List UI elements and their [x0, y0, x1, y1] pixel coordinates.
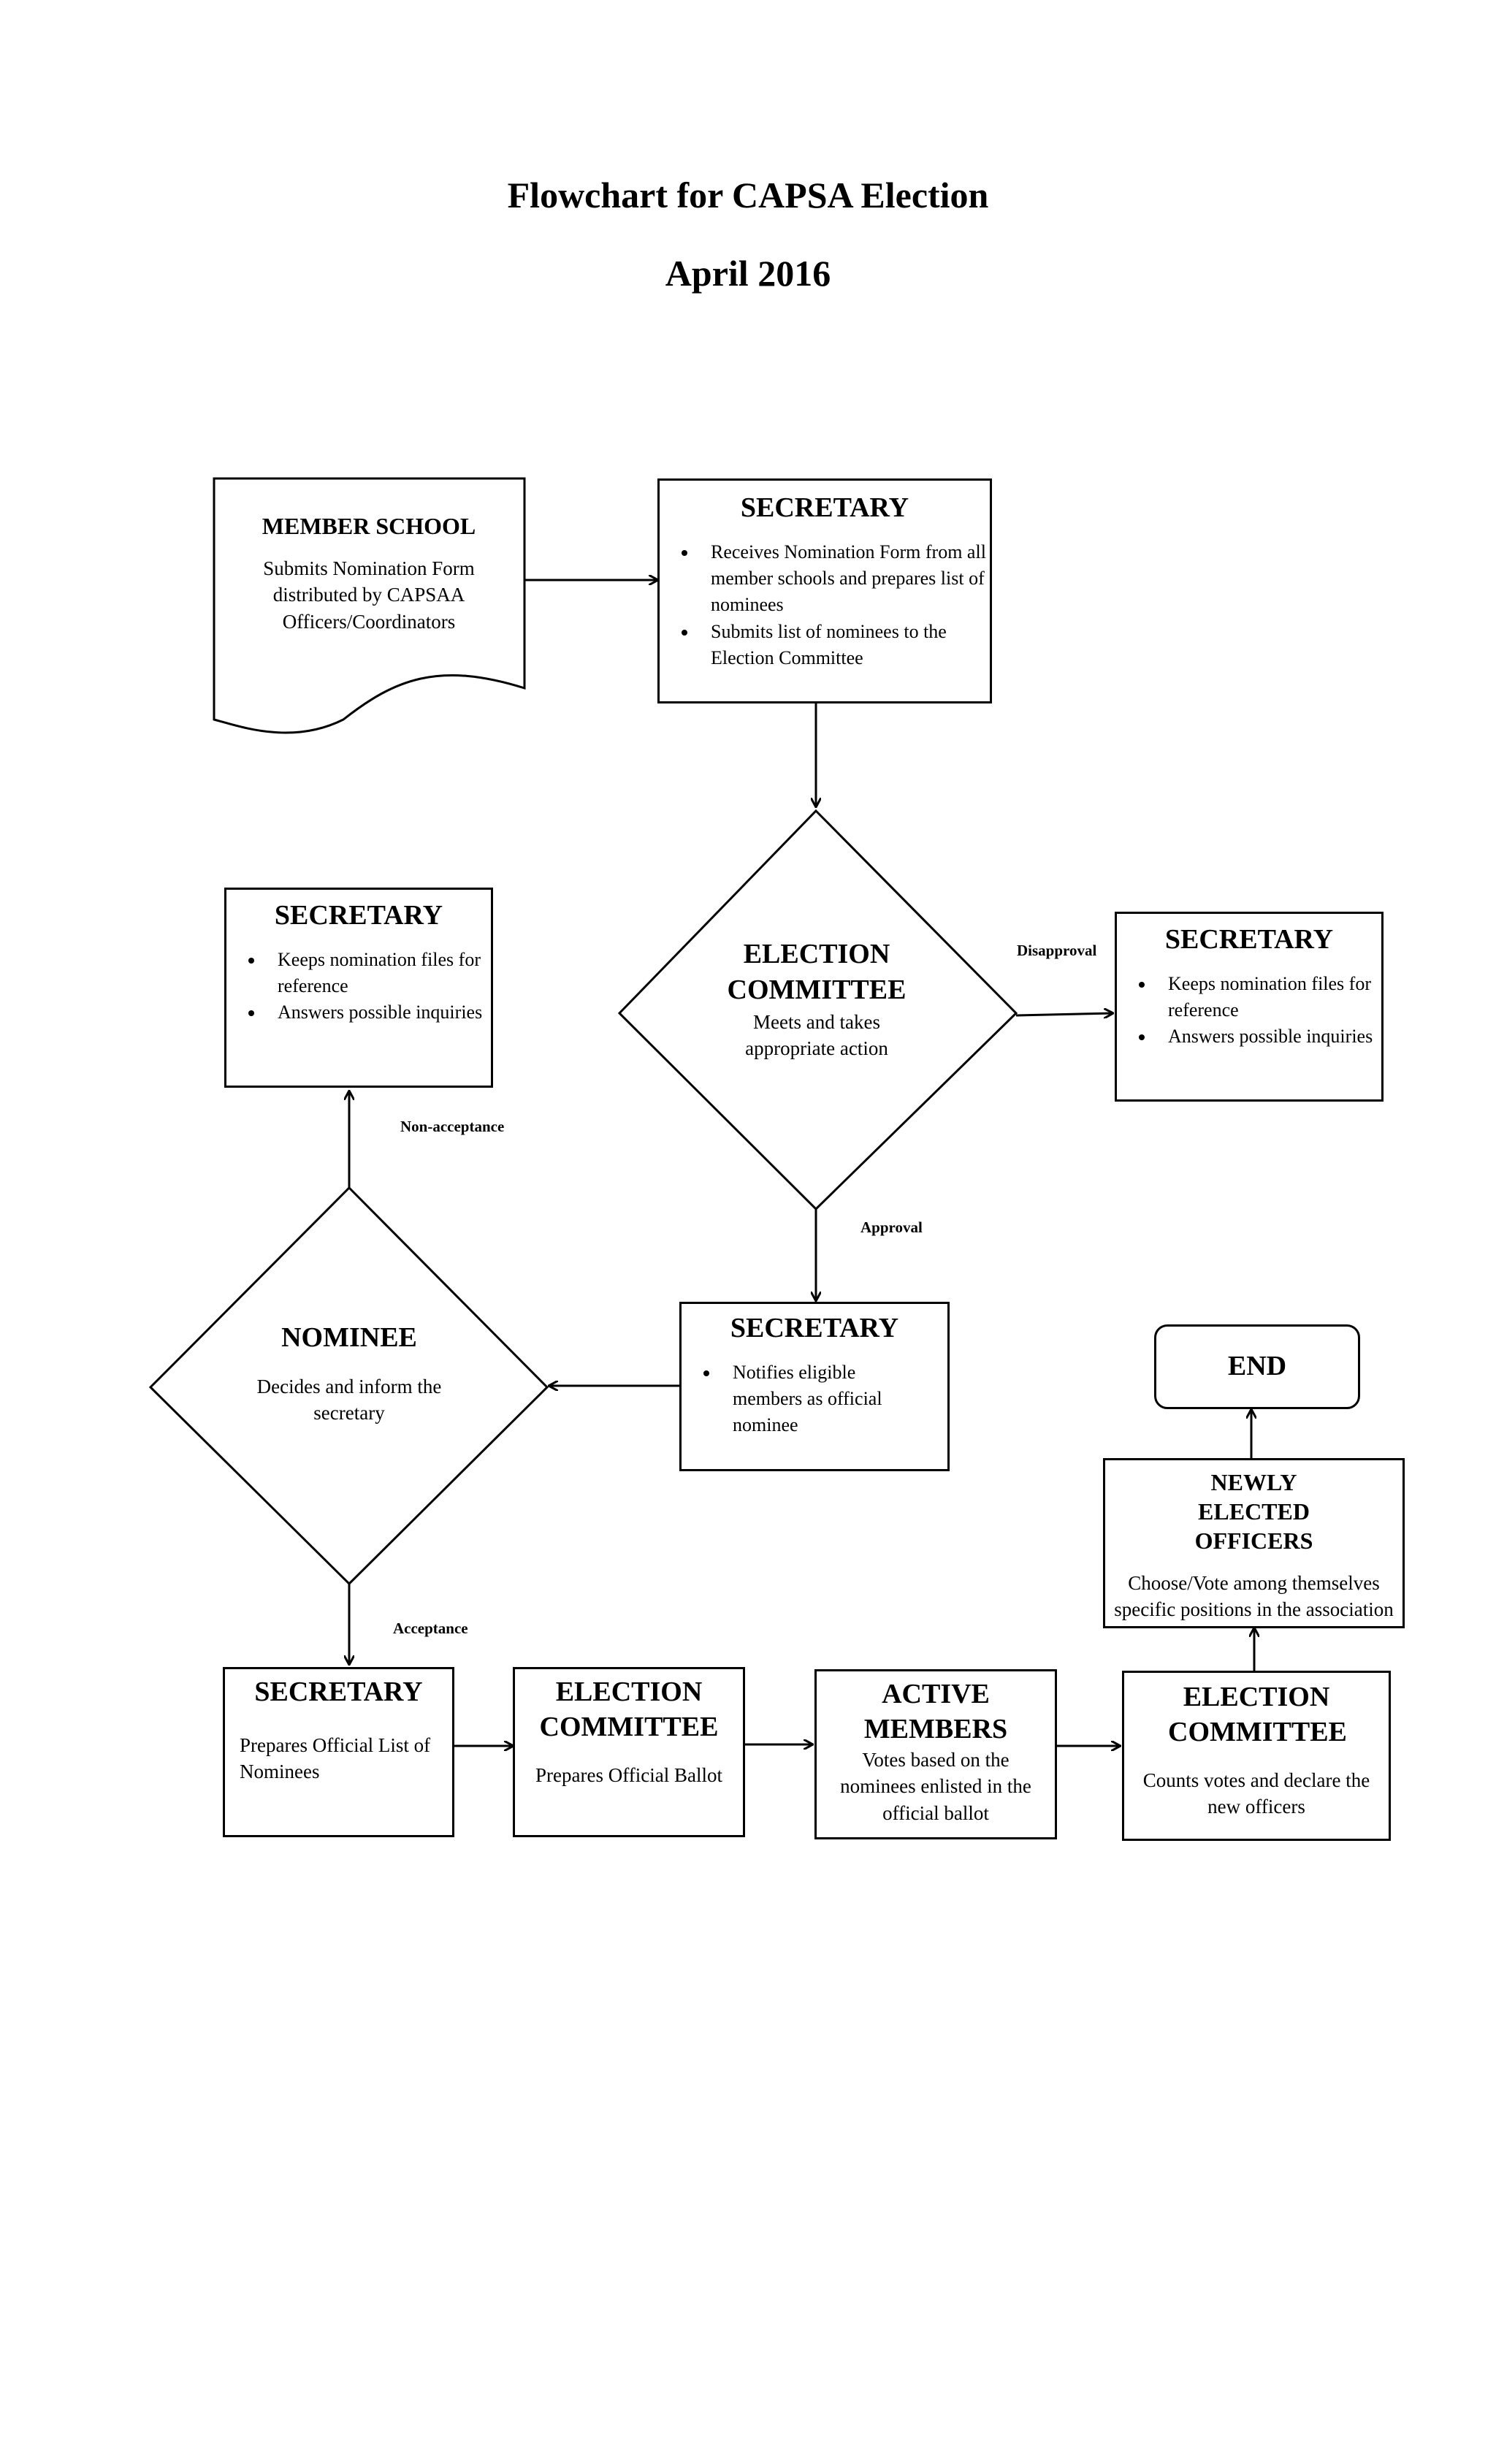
- active-members-heading: ACTIVE MEMBERS: [863, 1679, 1008, 1744]
- secretary-disapproval-bullet-1: Keeps nomination files for reference: [1155, 971, 1381, 1024]
- secretary-list-text: Prepares Official List of Nominees: [240, 1733, 431, 1782]
- secretary-nonacceptance-bullets: Keeps nomination files for reference Ans…: [226, 947, 491, 1026]
- secretary-disapproval-bullet-2: Answers possible inquiries: [1155, 1023, 1381, 1050]
- secretary-receive-heading: SECRETARY: [740, 492, 909, 523]
- election-committee-review-text: Meets and takes appropriate action: [745, 1010, 888, 1060]
- secretary-nonacceptance-bullet-2: Answers possible inquiries: [264, 999, 491, 1026]
- edge-label-disapproval: Disapproval: [1017, 942, 1097, 959]
- secretary-receive-bullet-2: Submits list of nominees to the Election…: [698, 619, 990, 672]
- newly-elected-officers-node: NEWLY ELECTED OFFICERS Choose/Vote among…: [1103, 1458, 1405, 1628]
- secretary-nonacceptance-heading: SECRETARY: [274, 900, 443, 931]
- election-committee-ballot-text: Prepares Official Ballot: [535, 1764, 722, 1786]
- election-committee-ballot-heading: ELECTION COMMITTEE: [539, 1677, 719, 1742]
- election-committee-review-node: ELECTION COMMITTEE Meets and takes appro…: [692, 937, 941, 1062]
- election-committee-review-heading: ELECTION COMMITTEE: [727, 939, 907, 1006]
- nominee-heading: NOMINEE: [281, 1322, 417, 1353]
- member-school-document-shape: [213, 477, 526, 734]
- member-school-text: Submits Nomination Form distributed by C…: [263, 557, 475, 633]
- end-node: END: [1154, 1324, 1360, 1409]
- secretary-nonacceptance-bullet-1: Keeps nomination files for reference: [264, 947, 491, 1000]
- nominee-text: Decides and inform the secretary: [256, 1375, 442, 1424]
- active-members-text: Votes based on the nominees enlisted in …: [840, 1749, 1031, 1824]
- arrow-committee-disapproval: [1015, 1013, 1113, 1015]
- active-members-node: ACTIVE MEMBERS Votes based on the nomine…: [814, 1669, 1057, 1839]
- page-title: Flowchart for CAPSA Election: [507, 175, 989, 215]
- election-committee-count-text: Counts votes and declare the new officer…: [1142, 1769, 1370, 1818]
- nominee-node: NOMINEE Decides and inform the secretary: [232, 1321, 466, 1426]
- secretary-nonacceptance-node: SECRETARY Keeps nomination files for ref…: [224, 888, 493, 1088]
- election-committee-count-heading: ELECTION COMMITTEE: [1168, 1682, 1347, 1747]
- secretary-list-node: SECRETARY Prepares Official List of Nomi…: [223, 1667, 454, 1837]
- page-subtitle: April 2016: [665, 253, 831, 294]
- newly-elected-officers-text: Choose/Vote among themselves specific po…: [1114, 1572, 1394, 1621]
- edge-label-acceptance: Acceptance: [393, 1620, 468, 1637]
- secretary-disapproval-bullets: Keeps nomination files for reference Ans…: [1117, 971, 1381, 1050]
- secretary-notify-node: SECRETARY Notifies eligible members as o…: [679, 1302, 950, 1471]
- secretary-receive-bullets: Receives Nomination Form from all member…: [660, 539, 990, 672]
- secretary-notify-bullet-1: Notifies eligible members as official no…: [720, 1359, 926, 1439]
- election-committee-count-node: ELECTION COMMITTEE Counts votes and decl…: [1122, 1671, 1391, 1841]
- secretary-disapproval-heading: SECRETARY: [1164, 924, 1334, 955]
- secretary-receive-node: SECRETARY Receives Nomination Form from …: [657, 478, 992, 703]
- member-school-node: MEMBER SCHOOL Submits Nomination Form di…: [219, 511, 519, 635]
- newly-elected-officers-heading: NEWLY ELECTED OFFICERS: [1194, 1469, 1313, 1554]
- member-school-heading: MEMBER SCHOOL: [262, 513, 476, 539]
- secretary-notify-bullets: Notifies eligible members as official no…: [682, 1359, 947, 1439]
- secretary-notify-heading: SECRETARY: [730, 1313, 899, 1343]
- election-committee-ballot-node: ELECTION COMMITTEE Prepares Official Bal…: [513, 1667, 745, 1837]
- end-label: END: [1227, 1351, 1287, 1382]
- edge-label-approval: Approval: [860, 1218, 923, 1236]
- secretary-receive-bullet-1: Receives Nomination Form from all member…: [698, 539, 990, 619]
- secretary-list-heading: SECRETARY: [254, 1677, 423, 1707]
- edge-label-non-acceptance: Non-acceptance: [400, 1118, 505, 1135]
- secretary-disapproval-node: SECRETARY Keeps nomination files for ref…: [1115, 912, 1384, 1102]
